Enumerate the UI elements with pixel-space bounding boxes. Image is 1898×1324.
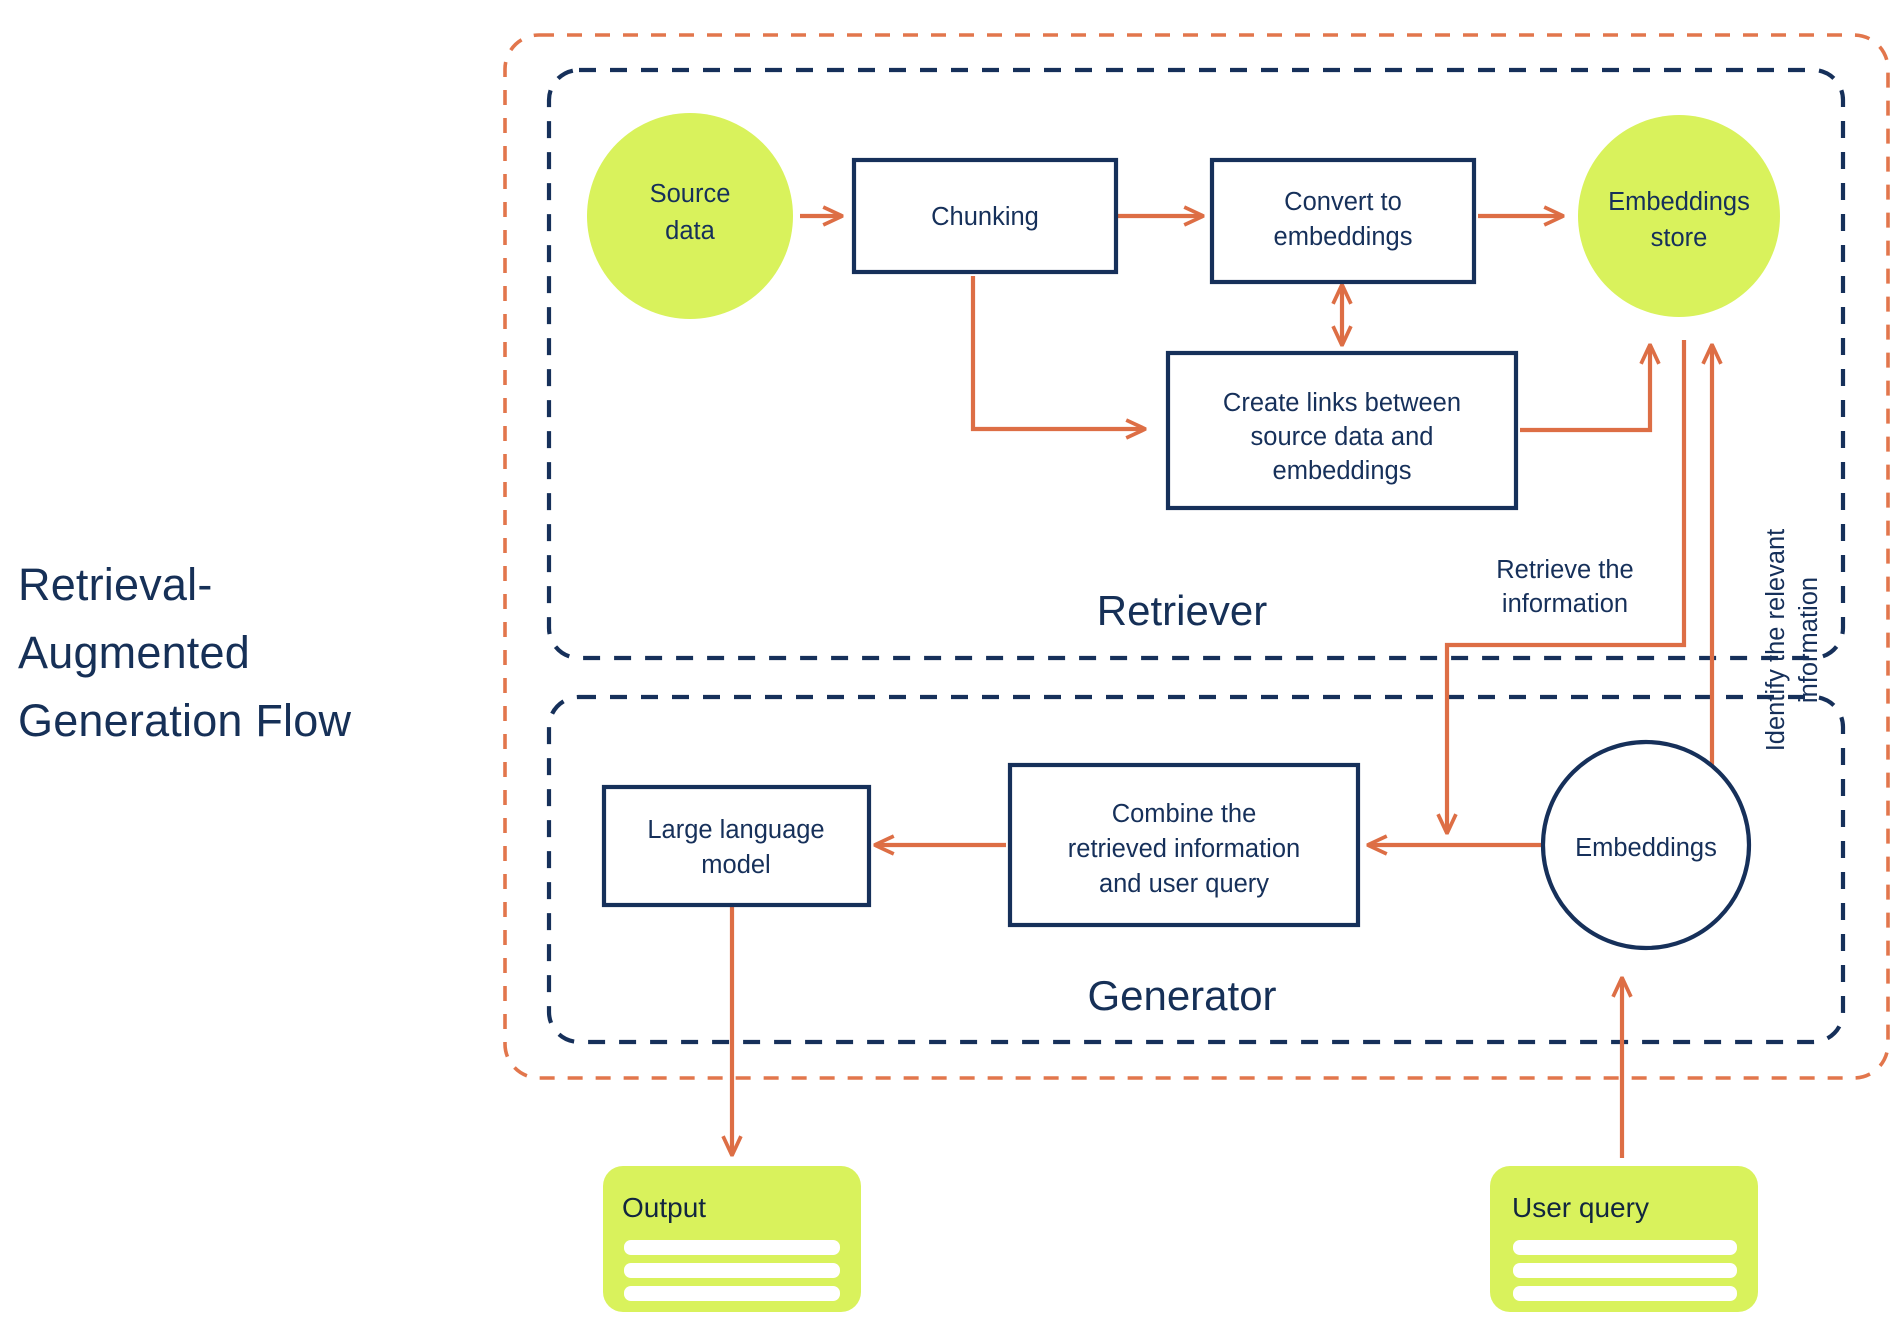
retrieve-information-label-line-1: Retrieve the	[1496, 556, 1634, 584]
node-create-links[interactable]: Create links between source data and emb…	[1165, 350, 1519, 511]
combine-information-shape	[1007, 762, 1361, 928]
source-data-shape	[587, 113, 793, 319]
user-query-card-placeholder-line	[1513, 1286, 1737, 1301]
user-query-card-label: User query	[1512, 1192, 1649, 1223]
embeddings-shape	[1540, 739, 1752, 951]
edge-chunking-to-create-links	[970, 276, 1145, 429]
node-convert-to-embeddings[interactable]: Convert to embeddings	[1209, 157, 1477, 285]
edge-retrieve-the-information	[1447, 340, 1687, 833]
convert-label-line-2: embeddings	[1274, 223, 1413, 251]
user-query-card-placeholder-line	[1513, 1263, 1737, 1278]
identify-relevant-information-label: Identify the relevant information	[1762, 529, 1823, 752]
rag-boundary-group	[503, 33, 1890, 1080]
embeddings-store-shape	[1578, 115, 1780, 317]
embeddings-store-label-line-1: Embeddings	[1608, 188, 1750, 216]
embeddings-store-label-line-2: store	[1651, 224, 1708, 252]
combine-label-line-3: and user query	[1099, 870, 1269, 898]
embeddings-label: Embeddings	[1575, 834, 1717, 862]
create-links-label-line-3: embeddings	[1273, 457, 1412, 485]
page-title: Retrieval- Augmented Generation Flow	[18, 559, 351, 746]
create-links-label-line-1: Create links between	[1223, 389, 1461, 417]
generator-group-label: Generator	[1087, 972, 1276, 1019]
node-combine-information[interactable]: Combine the retrieved information and us…	[1007, 762, 1361, 928]
convert-label-line-1: Convert to	[1284, 188, 1402, 216]
page-title-line-2: Augmented	[18, 627, 250, 678]
llm-label-line-2: model	[701, 851, 770, 879]
output-card-placeholder-line	[624, 1286, 840, 1301]
edge-create-links-to-store	[1520, 345, 1650, 433]
page-title-line-1: Retrieval-	[18, 559, 213, 610]
convert-to-embeddings-shape	[1209, 157, 1477, 285]
llm-label-line-1: Large language	[647, 816, 824, 844]
node-chunking[interactable]: Chunking	[851, 157, 1119, 275]
output-card-label: Output	[622, 1192, 706, 1223]
large-language-model-shape	[601, 784, 872, 908]
source-data-label-line-2: data	[665, 217, 715, 245]
create-links-shape	[1165, 350, 1519, 511]
node-source-data[interactable]: Source data	[587, 113, 793, 319]
chunking-label: Chunking	[931, 203, 1039, 231]
node-embeddings[interactable]: Embeddings	[1540, 739, 1752, 951]
combine-label-line-2: retrieved information	[1068, 835, 1300, 863]
retrieve-information-label-line-2: information	[1502, 590, 1628, 618]
chunking-shape	[851, 157, 1119, 275]
retriever-group-label: Retriever	[1097, 587, 1267, 634]
output-card-placeholder-line	[624, 1240, 840, 1255]
card-user-query[interactable]: User query	[1490, 1166, 1758, 1312]
node-embeddings-store[interactable]: Embeddings store	[1578, 115, 1780, 317]
node-large-language-model[interactable]: Large language model	[601, 784, 872, 908]
identify-label-line-2: information	[1795, 577, 1823, 703]
output-card-placeholder-line	[624, 1263, 840, 1278]
page-title-line-3: Generation Flow	[18, 695, 351, 746]
source-data-label-line-1: Source	[650, 180, 731, 208]
identify-label-line-1: Identify the relevant	[1762, 529, 1790, 752]
combine-label-line-1: Combine the	[1112, 800, 1257, 828]
create-links-label-line-2: source data and	[1251, 423, 1434, 451]
card-output[interactable]: Output	[603, 1166, 861, 1312]
user-query-card-placeholder-line	[1513, 1240, 1737, 1255]
